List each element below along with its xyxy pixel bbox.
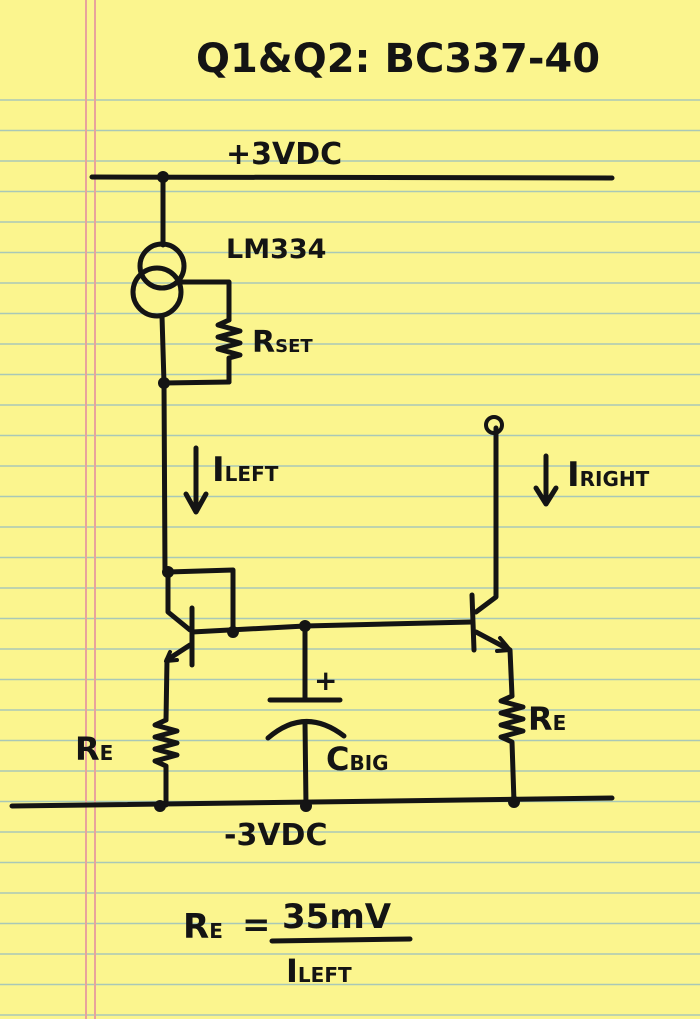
output-terminal[interactable] <box>484 415 504 435</box>
formula-denominator: ILEFT <box>286 952 352 990</box>
q2-base-wire <box>302 619 475 629</box>
wire <box>302 719 309 809</box>
re-right-label: RE <box>528 700 566 738</box>
positive-rail-label: +3VDC <box>226 137 342 172</box>
rset-label: RSET <box>252 325 313 360</box>
formula-equals: = <box>242 905 271 945</box>
wire <box>161 380 168 575</box>
negative-rail <box>9 795 615 809</box>
q2-collector <box>473 425 499 615</box>
q2-base-bar <box>469 592 477 653</box>
ruled-lines <box>0 99 700 1016</box>
q2-emitter-arrow <box>495 636 512 653</box>
q1-base-wire <box>189 623 308 635</box>
i-right-label: IRIGHT <box>567 455 650 495</box>
i-left-arrow <box>183 445 209 515</box>
junction-dot <box>154 800 166 812</box>
re-left-resistor <box>152 717 180 808</box>
re-left-label: RE <box>75 730 113 768</box>
q2-emitter <box>473 629 515 699</box>
transistor-note: Q1&Q2: BC337-40 <box>196 36 600 82</box>
current-source-circle-upper <box>137 241 187 291</box>
junction-dot <box>300 800 312 812</box>
fraction-bar <box>269 936 413 944</box>
i-left-label: ILEFT <box>212 450 279 490</box>
cbig-label: CBIG <box>326 740 389 778</box>
q1-collector <box>165 569 193 633</box>
q1-diode-strap <box>165 567 236 635</box>
i-right-arrow <box>533 453 559 507</box>
formula-numerator: 35mV <box>282 897 392 937</box>
current-source-circle-lower <box>130 265 184 319</box>
positive-rail <box>89 174 615 181</box>
q1-emitter-arrow <box>164 650 179 663</box>
wire <box>177 279 232 323</box>
cbig-polarity-label: + <box>314 664 337 697</box>
current-source-label: LM334 <box>226 234 326 265</box>
negative-rail-label: -3VDC <box>224 818 327 853</box>
rset-resistor <box>215 317 243 385</box>
re-right-resistor <box>498 693 526 805</box>
junction-dot <box>227 626 239 638</box>
junction-dot <box>508 796 520 808</box>
formula-lhs: RE <box>183 907 223 947</box>
